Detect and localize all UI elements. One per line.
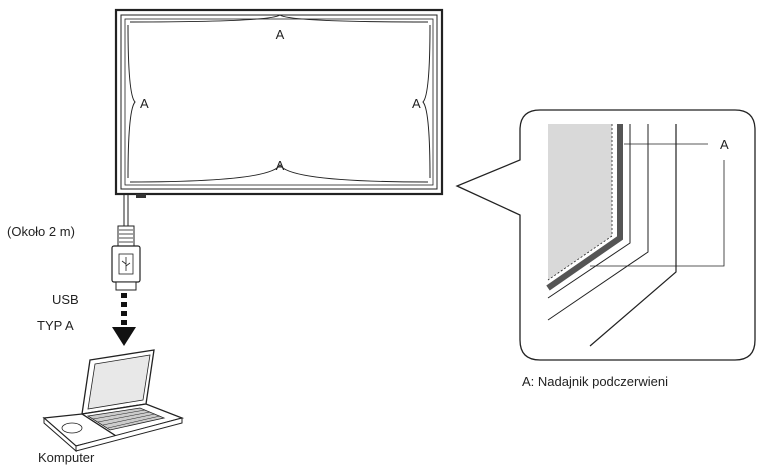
detail-marker-label: A [720, 137, 729, 152]
usb-symbol-icon [118, 253, 134, 275]
ir-marker-right: A [412, 24, 431, 179]
ir-marker-bottom: A [129, 158, 429, 183]
connection-arrow-icon [112, 293, 136, 346]
marker-bottom-label: A [276, 158, 285, 173]
detail-callout [455, 109, 756, 361]
display-panel [114, 8, 444, 198]
laptop-icon [42, 349, 185, 453]
ir-marker-top: A [129, 14, 429, 42]
usb-plug [111, 245, 141, 291]
ir-marker-left: A [127, 24, 149, 179]
detail-caption: A: Nadajnik podczerwieni [522, 374, 668, 389]
marker-left-label: A [140, 96, 149, 111]
usb-label-line1: USB [52, 292, 79, 307]
marker-top-label: A [276, 27, 285, 42]
usb-cable [117, 194, 135, 247]
usb-label-line2: TYP A [37, 318, 74, 333]
marker-right-label: A [412, 96, 421, 111]
computer-label: Komputer [38, 450, 95, 465]
cable-length-label: (Około 2 m) [7, 224, 75, 239]
